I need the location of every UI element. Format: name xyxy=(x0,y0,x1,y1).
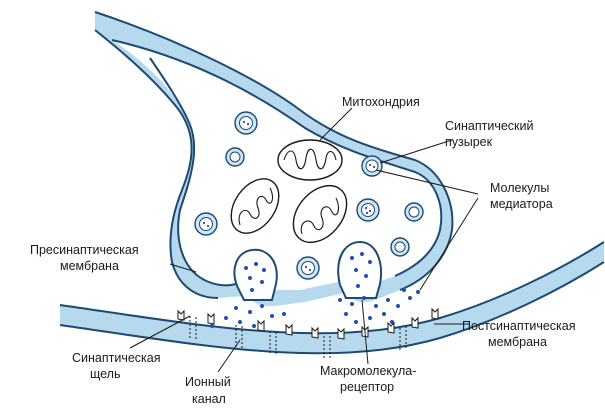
labels: Митохондрия Синаптический пузырек Молеку… xyxy=(30,95,576,406)
presynaptic-terminal xyxy=(94,11,454,307)
label-synaptic-cleft-line2: щель xyxy=(90,367,121,381)
label-synaptic-vesicle-line2: пузырек xyxy=(445,135,493,149)
label-presynaptic-membrane-line1: Пресинаптическая xyxy=(30,243,139,257)
synaptic-vesicle xyxy=(404,202,424,222)
mitochondrion-3 xyxy=(292,185,348,243)
label-synaptic-vesicle-line1: Синаптический xyxy=(445,119,534,133)
label-ion-channel-line2: канал xyxy=(192,392,226,406)
receptor-macromolecules xyxy=(177,307,439,340)
synaptic-vesicle xyxy=(225,147,245,167)
mitochondrion-1 xyxy=(277,139,343,181)
label-receptor-line2: рецептор xyxy=(340,380,394,394)
label-postsynaptic-membrane-line2: мембрана xyxy=(488,335,547,349)
label-ion-channel-line1: Ионный xyxy=(185,375,231,389)
synaptic-vesicle xyxy=(390,237,410,257)
synaptic-vesicle xyxy=(234,111,258,135)
synaptic-vesicle xyxy=(296,256,320,280)
synaptic-vesicle xyxy=(194,212,218,236)
synaptic-vesicle xyxy=(361,155,383,177)
exocytosis-vesicle-right xyxy=(337,240,382,299)
label-synaptic-cleft-line1: Синаптическая xyxy=(72,351,161,365)
leader-lines xyxy=(129,107,479,373)
mitochondrion-2 xyxy=(230,178,280,234)
synaptic-vesicle xyxy=(356,198,380,222)
label-receptor-line1: Макромолекула- xyxy=(320,364,416,378)
label-mitochondria: Митохондрия xyxy=(342,95,420,109)
mediator-molecules xyxy=(210,252,420,328)
label-postsynaptic-membrane-line1: Постсинаптическая xyxy=(462,319,576,333)
label-mediator-molecules-line1: Молекулы xyxy=(490,181,549,195)
label-mediator-molecules-line2: медиатора xyxy=(490,197,553,211)
label-presynaptic-membrane-line2: мембрана xyxy=(60,259,119,273)
exocytosis-vesicle-left xyxy=(233,248,278,301)
